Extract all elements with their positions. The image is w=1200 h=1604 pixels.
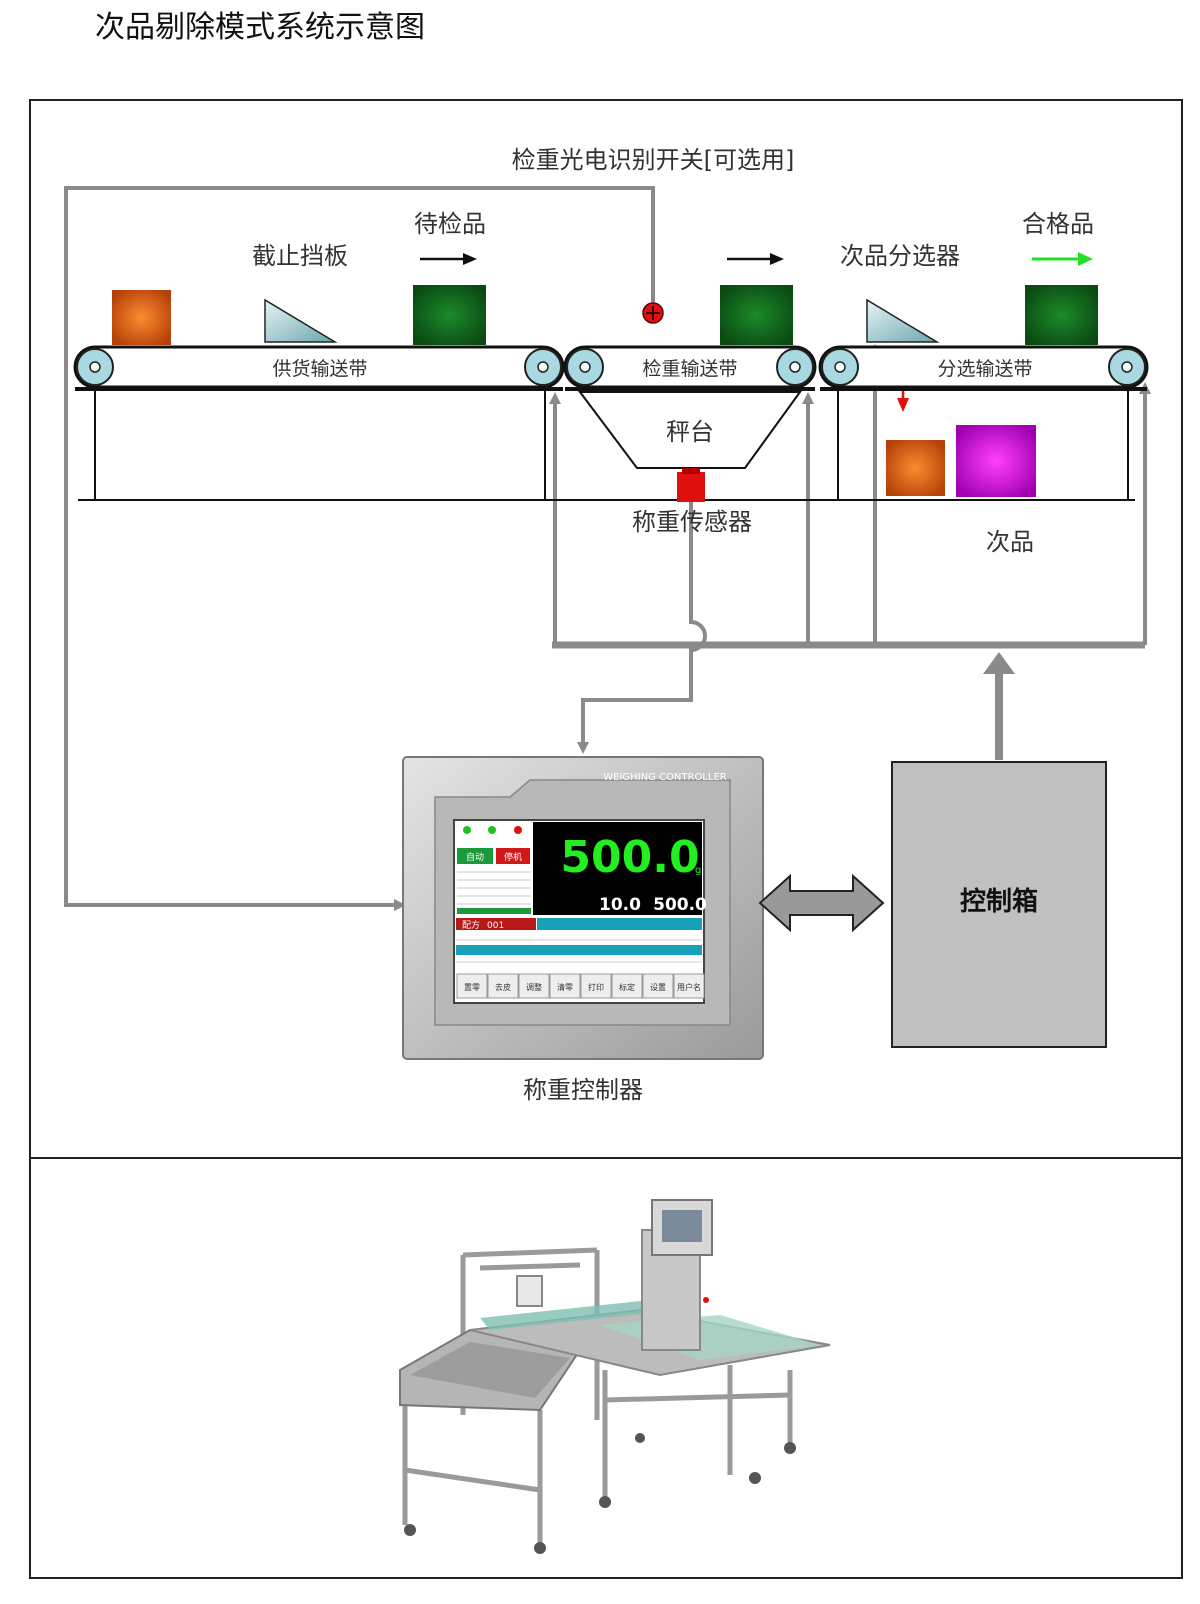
rejected-product-label: 次品	[986, 528, 1034, 556]
load-cell-signal-line	[577, 502, 707, 754]
screen-param-list	[457, 871, 531, 905]
recipe-cell	[456, 918, 536, 930]
screen-function-button[interactable]: 用户名	[673, 973, 705, 999]
product-qualified	[1025, 285, 1098, 345]
sort-conveyor: 分选输送带	[818, 345, 1149, 391]
pending-product-label: 待检品	[414, 210, 486, 238]
rejected-product-orange	[886, 440, 945, 496]
reject-sorter-label: 次品分选器	[840, 242, 960, 270]
screen-function-button[interactable]: 设置	[642, 973, 674, 999]
screen-function-button-label: 清零	[557, 982, 573, 992]
auto-button-label: 自动	[466, 851, 484, 863]
weight-display-panel	[533, 822, 702, 915]
status-light-icon	[463, 826, 471, 834]
qualified-product-label: 合格品	[1022, 210, 1094, 238]
roller-icon	[524, 348, 562, 386]
scale-platform-label: 秤台	[666, 418, 714, 446]
photoelectric-signal-line	[64, 186, 655, 911]
status-light-icon	[488, 826, 496, 834]
stop-button[interactable]	[496, 848, 530, 864]
screen-function-button-label: 打印	[588, 982, 604, 992]
stop-baffle	[264, 298, 338, 343]
flow-arrow-2	[727, 253, 784, 265]
flow-arrow-1	[420, 253, 477, 265]
checkweigher-machine-illustration	[399, 1199, 831, 1554]
controller-brand: WEIGHING CONTROLLER	[603, 772, 727, 783]
screen-function-button[interactable]: 标定	[611, 973, 643, 999]
weigh-conveyor: 检重输送带	[563, 345, 817, 391]
photoelectric-switch	[642, 302, 664, 324]
screen-bottom-buttons: 置零 去皮 调整 清零 打印 标定 设置 用户名	[456, 973, 705, 999]
screen-function-button[interactable]: 清零	[549, 973, 581, 999]
product-weighing	[720, 285, 793, 345]
load-cell-icon	[677, 468, 705, 502]
product-orange	[112, 290, 171, 345]
screen-function-button-label: 设置	[650, 982, 666, 992]
load-cell-label: 称重传感器	[632, 508, 752, 536]
weighing-controller-device: WEIGHING CONTROLLER 自动 停机 500.0 g 10.0 5…	[402, 756, 764, 1060]
supply-conveyor: 供货输送带	[73, 345, 565, 391]
control-box-label: 控制箱	[960, 886, 1038, 917]
weighing-controller-label: 称重控制器	[523, 1076, 643, 1104]
weight-unit: g	[695, 865, 701, 876]
rejected-product-magenta	[956, 425, 1036, 497]
status-light-icon	[514, 826, 522, 834]
screen-function-button-label: 标定	[619, 982, 635, 992]
table-header-bar	[456, 945, 702, 955]
scale-platform	[578, 391, 802, 469]
screen-function-button-label: 调整	[526, 982, 542, 992]
screen-progress-bar	[457, 908, 531, 914]
table-header-bar	[537, 918, 702, 930]
weigh-conveyor-label: 检重输送带	[642, 358, 737, 380]
signal-lines	[64, 186, 1151, 911]
diagram-title: 次品剔除模式系统示意图	[95, 10, 425, 45]
screen-function-button[interactable]: 打印	[580, 973, 612, 999]
reject-sorter	[866, 298, 940, 343]
roller-icon	[821, 348, 859, 386]
recipe-label: 配方	[462, 919, 480, 931]
screen-function-button-label: 用户名	[677, 982, 701, 992]
sub-value-2: 500.0	[653, 895, 707, 915]
stop-button-label: 停机	[504, 851, 522, 863]
conveyor-stands	[78, 389, 1135, 501]
photoelectric-switch-label: 检重光电识别开关[可选用]	[512, 146, 795, 174]
comm-double-arrow	[758, 873, 885, 933]
photo-frame	[29, 1157, 1183, 1579]
screen-function-button[interactable]: 置零	[456, 973, 488, 999]
recipe-number: 001	[487, 921, 504, 931]
roller-icon	[76, 348, 114, 386]
roller-icon	[566, 348, 604, 386]
sub-value-1: 10.0	[599, 895, 641, 915]
roller-icon	[1108, 348, 1146, 386]
stop-baffle-label: 截止挡板	[252, 242, 348, 270]
roller-icon	[776, 348, 814, 386]
main-weight-readout: 500.0	[560, 832, 699, 883]
screen-function-button-label: 置零	[464, 983, 480, 992]
product-pending	[413, 285, 486, 345]
control-box-arrow	[983, 652, 1015, 760]
control-box	[891, 761, 1107, 1048]
screen-function-button[interactable]: 调整	[518, 973, 550, 999]
auto-button[interactable]	[457, 848, 493, 864]
screen-table-grid	[456, 939, 702, 963]
screen-function-button[interactable]: 去皮	[487, 973, 519, 999]
screen-function-button-label: 去皮	[495, 982, 511, 992]
sort-conveyor-label: 分选输送带	[937, 358, 1032, 380]
flow-arrow-qualified	[1032, 252, 1093, 266]
supply-conveyor-label: 供货输送带	[272, 358, 367, 380]
